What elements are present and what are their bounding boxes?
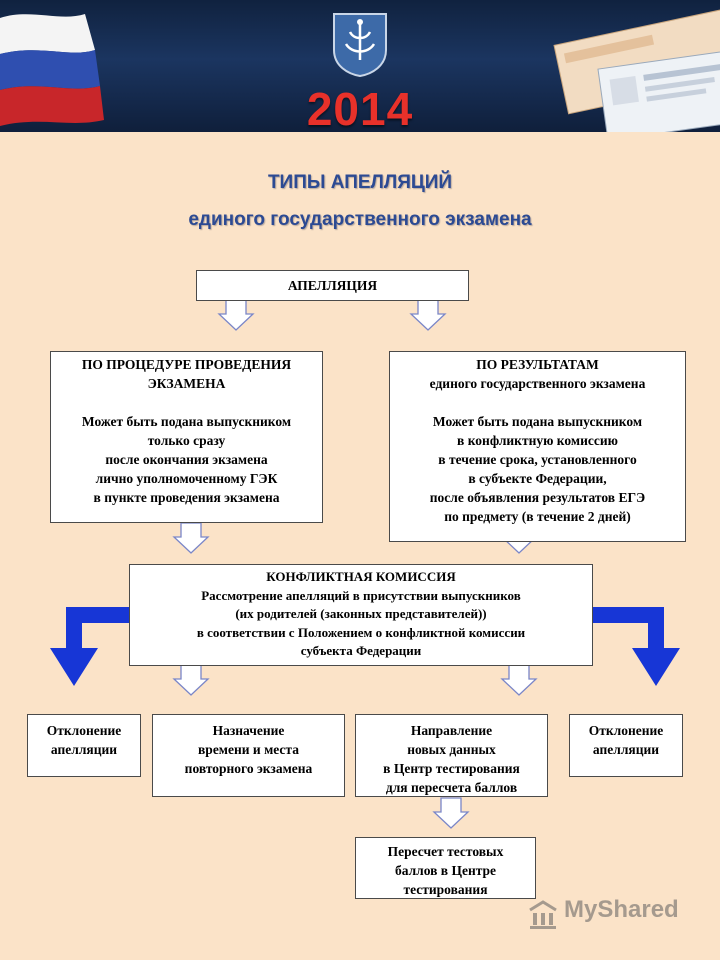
node-commission-text: Рассмотрение апелляций в присутствии вып… [201,587,521,603]
arrow-to-recount [433,797,469,829]
node-reject-left-text: Отклонение [46,723,122,738]
node-reschedule-text: повторного экзамена [184,761,313,776]
node-reschedule-text: времени и места [198,742,299,757]
node-reject-left-text: апелляции [50,742,118,757]
node-procedure-text: в пункте проведения экзамена [93,490,280,505]
node-new-data-text: для пересчета баллов [385,780,518,795]
node-commission-heading: КОНФЛИКТНАЯ КОМИССИЯ [266,569,456,584]
node-reject-left: Отклонение апелляции [27,714,141,777]
myshared-logo-icon [529,900,557,929]
certificate-documents-image [553,7,720,132]
page-subtitle: единого государственного экзамена [188,209,532,230]
node-new-data-text: новых данных [407,742,496,757]
node-appeal: АПЕЛЛЯЦИЯ [196,270,469,301]
node-new-data-text: в Центр тестирования [383,761,520,776]
arrow-to-procedure [218,299,254,331]
arrow-procedure-to-commission [173,522,209,554]
node-recount: Пересчет тестовых баллов в Центре тестир… [355,837,536,899]
node-results-text: в субъекте Федерации, [468,471,607,486]
node-appeal-line: АПЕЛЛЯЦИЯ [287,278,378,293]
node-results-text: в конфликтную комиссию [457,433,618,448]
node-commission-text: в соответствии с Положением о конфликтно… [196,624,526,640]
russian-flag-image [0,14,104,126]
node-commission-text: субъекта Федерации [300,643,422,658]
node-recount-text: Пересчет тестовых [387,844,504,859]
node-commission: КОНФЛИКТНАЯ КОМИССИЯ Рассмотрение апелля… [129,564,593,666]
node-procedure-text: только сразу [147,433,226,448]
node-results-text: в течение срока, установленного [438,452,637,467]
node-commission-text: (их родителей (законных представителей)) [235,606,487,621]
node-recount-text: баллов в Центре [394,863,497,878]
node-procedure: ПО ПРОЦЕДУРЕ ПРОВЕДЕНИЯ ЭКЗАМЕНА Может б… [50,351,323,523]
node-results-text: Может быть подана выпускником [432,414,643,429]
node-reschedule-text: Назначение [212,723,285,738]
arrow-to-reschedule [173,664,209,696]
arrow-to-reject-right [592,607,680,686]
node-procedure-text: Может быть подана выпускником [81,414,292,429]
node-new-data: Направление новых данных в Центр тестиро… [355,714,548,797]
node-procedure-heading: ПО ПРОЦЕДУРЕ ПРОВЕДЕНИЯ [81,357,292,372]
node-results-text: по предмету (в течение 2 дней) [444,509,631,524]
node-results-text: после объявления результатов ЕГЭ [429,490,646,505]
node-reject-right-text: апелляции [592,742,660,757]
node-procedure-text: лично уполномоченному ГЭК [95,471,278,486]
node-reject-right-text: Отклонение [588,723,664,738]
arrow-to-new-data [501,664,537,696]
node-procedure-heading: ЭКЗАМЕНА [147,376,226,391]
node-results-heading: единого государственного экзамена [429,376,646,391]
node-reject-right: Отклонение апелляции [569,714,683,777]
node-reschedule: Назначение времени и места повторного эк… [152,714,345,797]
node-new-data-text: Направление [410,723,493,738]
arrow-to-results [410,299,446,331]
node-procedure-text: после окончания экзамена [105,452,268,467]
node-results-heading: ПО РЕЗУЛЬТАТАМ [476,357,599,372]
emblem-icon [333,13,387,78]
node-procedure-spacer [55,393,318,412]
year-heading: 2014 [306,83,414,132]
header-banner: 2014 [0,0,720,132]
page-title: ТИПЫ АПЕЛЛЯЦИЙ [267,172,453,193]
watermark-text: MyShared [564,896,679,923]
node-results: ПО РЕЗУЛЬТАТАМ единого государственного … [389,351,686,542]
arrow-to-reject-left [50,607,130,686]
node-results-spacer [394,393,681,412]
node-recount-text: тестирования [403,882,488,897]
